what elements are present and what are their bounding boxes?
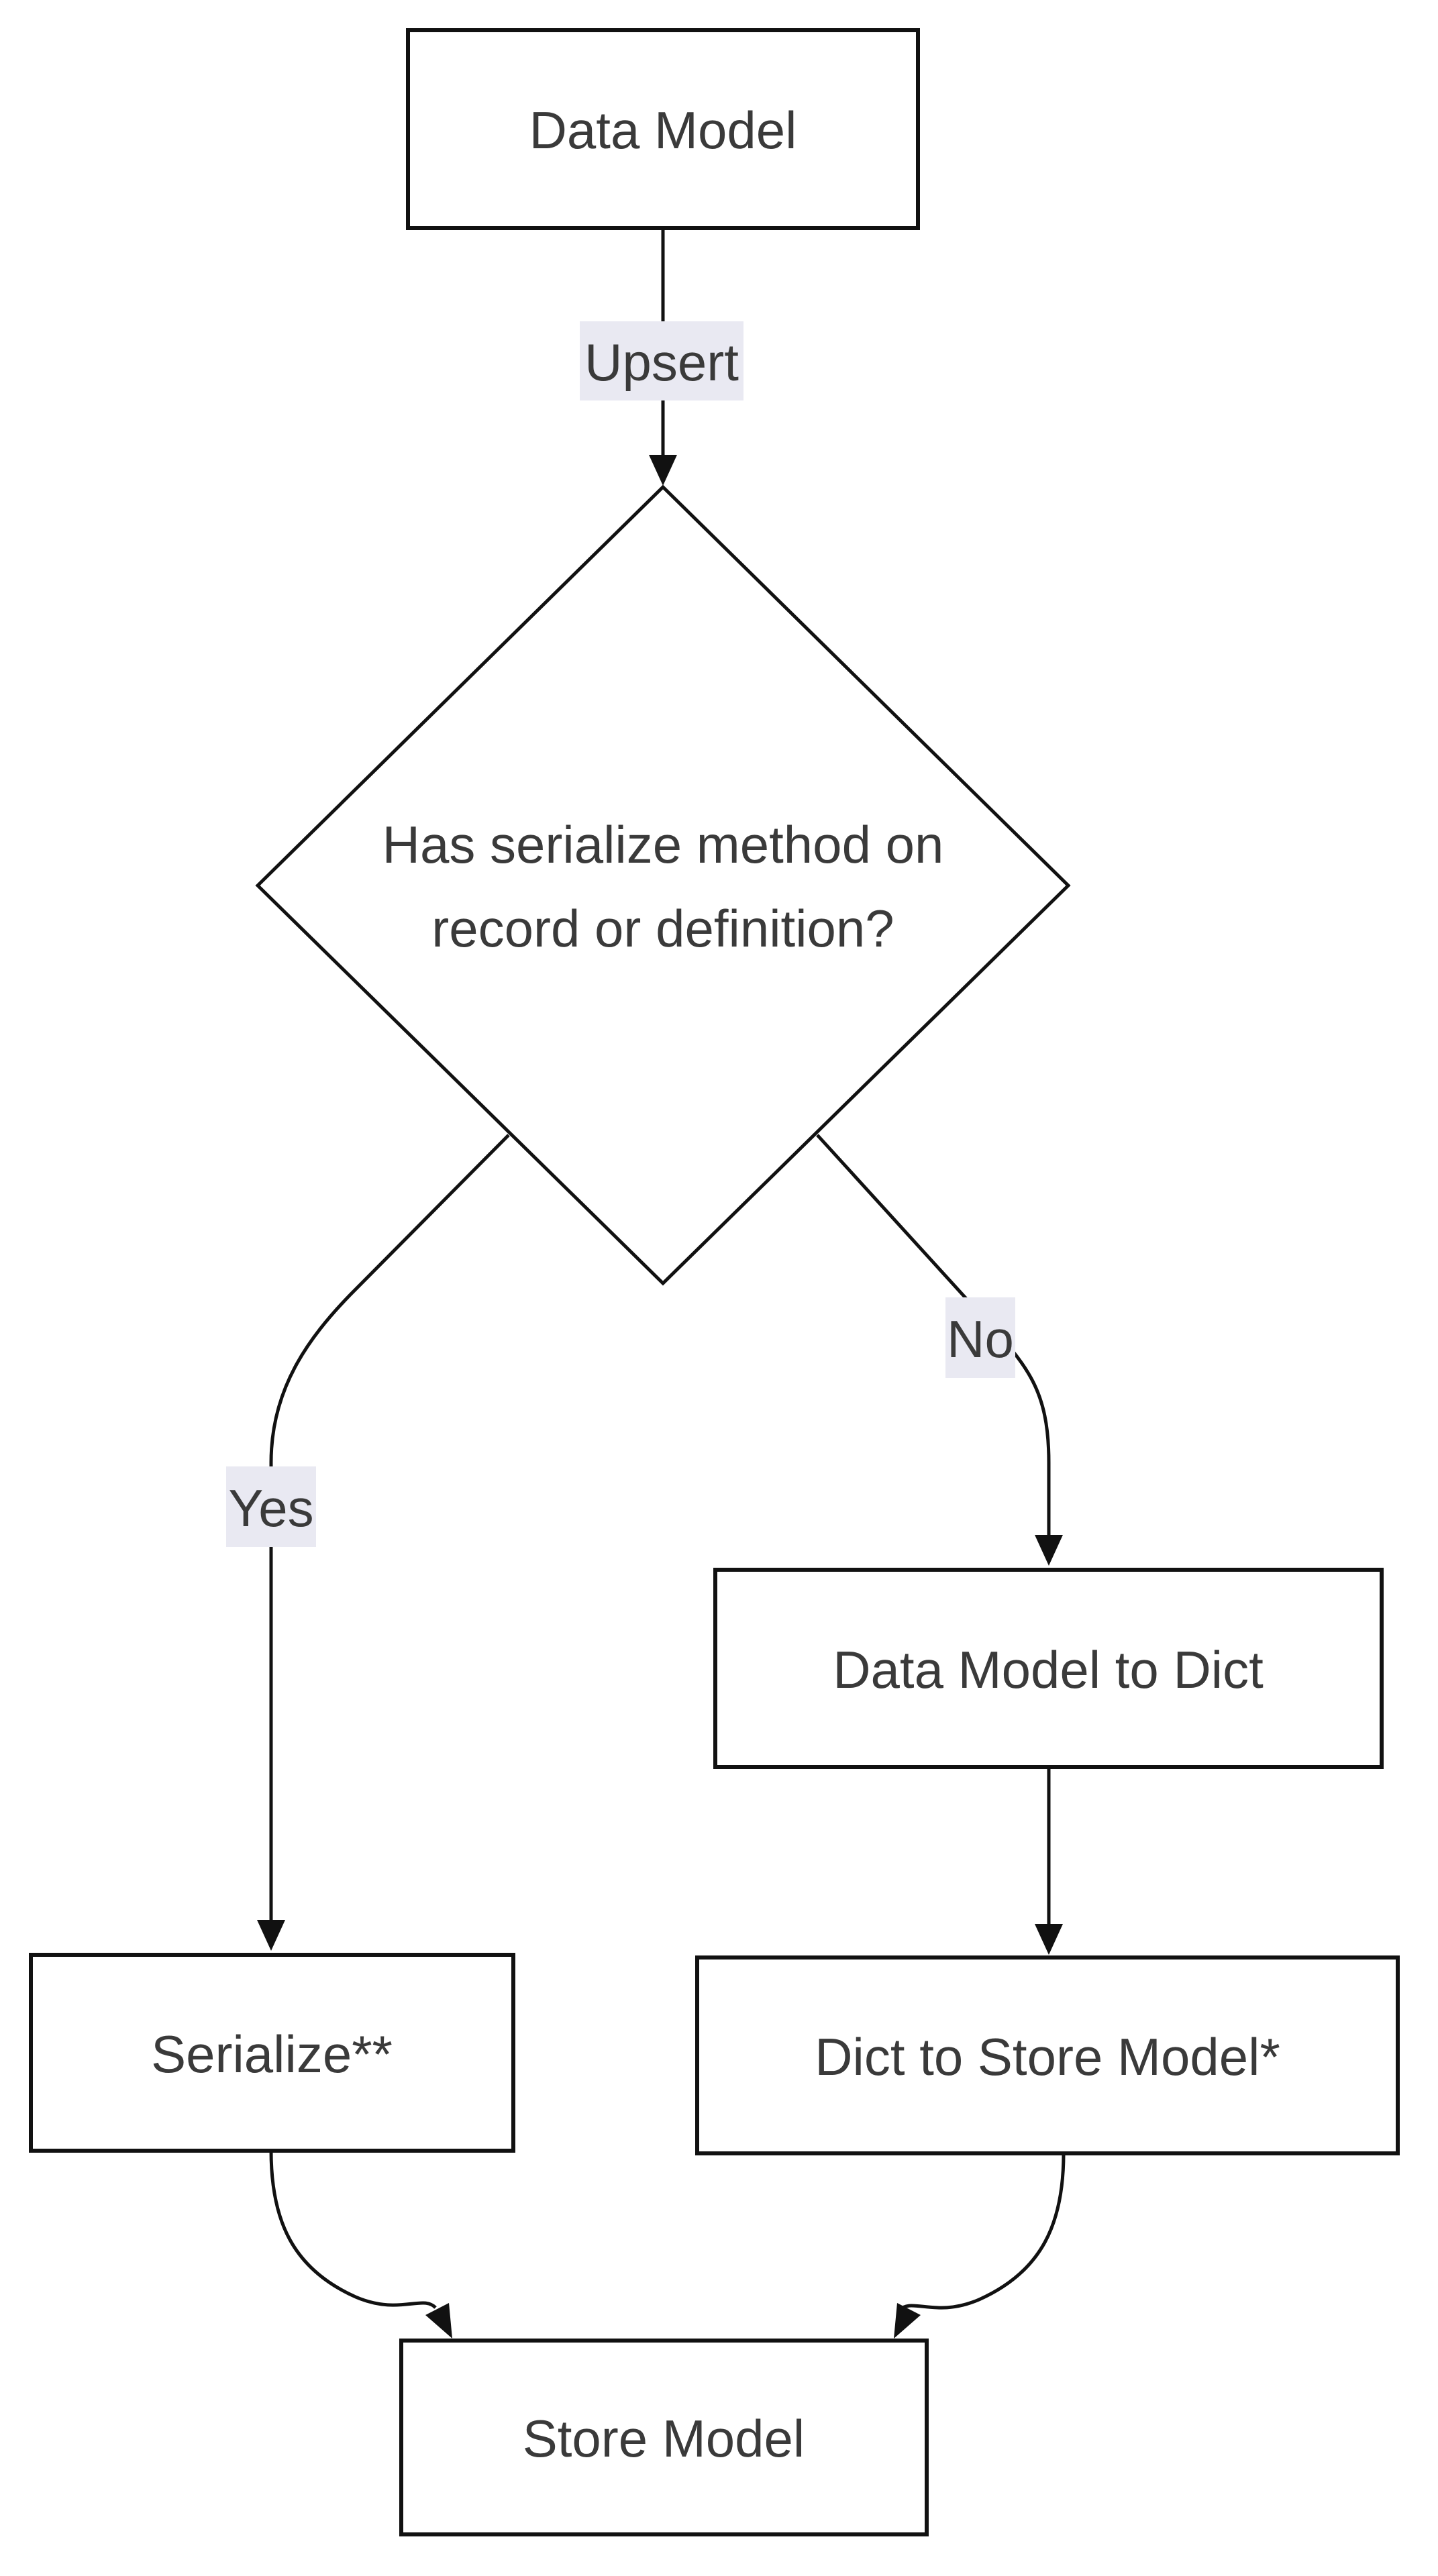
node-decision-diamond	[255, 484, 1071, 1286]
edge-serialize-to-storemodel-arrowhead-icon	[425, 2303, 452, 2339]
node-serialize-label: Serialize**	[151, 2025, 393, 2084]
edge-label-no: No	[945, 1297, 1015, 1378]
edge-yes-line	[269, 1134, 510, 1931]
node-dict-to-store-model-box	[695, 1955, 1400, 2155]
node-data-model-to-dict-box	[713, 1568, 1384, 1769]
node-data-model-label: Data Model	[529, 101, 797, 160]
node-data-model-to-dict-label: Data Model to Dict	[833, 1640, 1264, 1699]
edge-datamodeltodict-to-dicttostoremodel-arrowhead-icon	[1035, 1924, 1063, 1955]
edge-label-upsert-text: Upsert	[584, 333, 739, 392]
edge-dicttostoremodel-to-storemodel	[894, 2153, 1066, 2339]
edge-no-arrowhead-icon	[1035, 1535, 1063, 1566]
edge-datamodeltodict-to-dicttostoremodel	[1035, 1767, 1063, 1955]
node-serialize-box	[29, 1953, 515, 2153]
edge-serialize-to-storemodel-line	[269, 2150, 437, 2309]
node-store-model-label: Store Model	[523, 2409, 805, 2468]
node-serialize: Serialize**	[29, 1953, 515, 2153]
edge-label-no-bg	[945, 1297, 1015, 1378]
edge-label-yes-bg	[226, 1466, 316, 1547]
edge-label-yes: Yes	[226, 1466, 316, 1547]
node-data-model: Data Model	[406, 28, 920, 230]
edge-yes-arrowhead-icon	[257, 1920, 285, 1951]
edge-label-no-text: No	[947, 1309, 1014, 1368]
edge-label-yes-text: Yes	[228, 1479, 313, 1538]
edge-label-upsert-bg	[580, 321, 743, 400]
edge-upsert-arrowhead-icon	[649, 455, 677, 486]
edge-label-upsert: Upsert	[580, 321, 743, 400]
edge-serialize-to-storemodel	[269, 2150, 452, 2339]
node-decision-has-serialize-method: Has serialize method on record or defini…	[255, 484, 1071, 1286]
edge-dicttostoremodel-to-storemodel-arrowhead-icon	[894, 2303, 921, 2339]
edge-yes	[257, 1134, 510, 1951]
node-dict-to-store-model-label: Dict to Store Model*	[815, 2027, 1280, 2086]
node-decision-label-line2: record or definition?	[431, 899, 894, 958]
node-store-model: Store Model	[399, 2339, 929, 2536]
node-decision-label-line1: Has serialize method on	[382, 815, 944, 874]
node-data-model-box	[406, 28, 920, 230]
node-store-model-box	[399, 2339, 929, 2536]
edge-no	[816, 1134, 1063, 1566]
edge-dicttostoremodel-to-storemodel-line	[898, 2153, 1066, 2312]
node-dict-to-store-model: Dict to Store Model*	[695, 1955, 1400, 2155]
node-data-model-to-dict: Data Model to Dict	[713, 1568, 1384, 1769]
